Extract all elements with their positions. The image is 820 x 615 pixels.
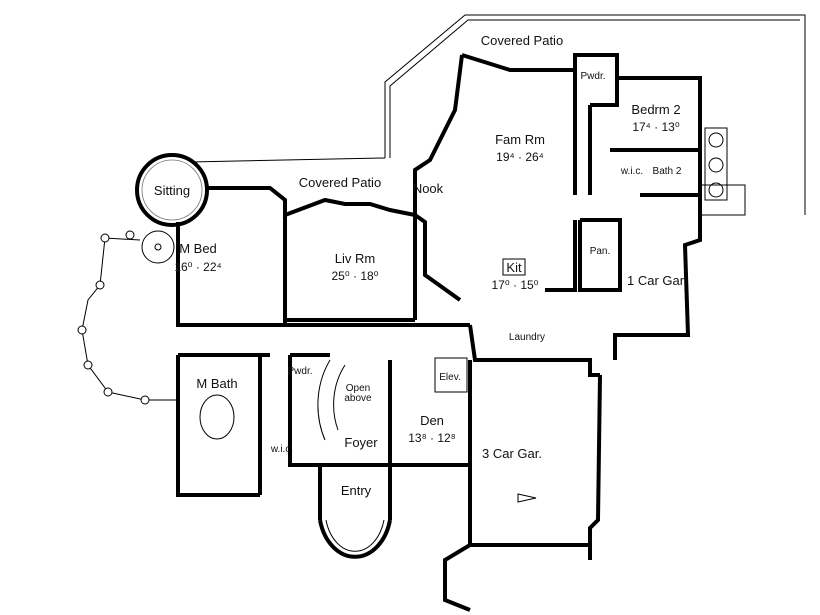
room-label-liv-rm: Liv Rm: [335, 251, 375, 266]
room-label-pwdr-upper: Pwdr.: [580, 71, 605, 82]
room-label-3-car-gar: 3 Car Gar.: [482, 446, 542, 461]
room-dims-kit: 17⁰ · 15⁰: [492, 278, 539, 292]
room-label-sitting: Sitting: [154, 183, 190, 198]
car-arrow: [517, 493, 537, 503]
elevator-shaft: [434, 357, 468, 393]
room-label-wic-upper: w.i.c.: [620, 166, 643, 177]
room-dims-den: 13⁸ · 12⁸: [408, 431, 455, 445]
room-dims-bedrm-2: 17⁴ · 13⁰: [632, 120, 680, 134]
room-label-kit: Kit: [506, 260, 522, 275]
room-dims-m-bed: 16⁰ · 22⁴: [174, 260, 221, 274]
room-label-laundry: Laundry: [509, 332, 545, 343]
room-dims-fam-rm: 19⁴ · 26⁴: [496, 150, 544, 164]
patio-outline: [189, 14, 806, 216]
room-label-1-car-gar: 1 Car Gar.: [627, 273, 687, 288]
curved-stair: [317, 359, 346, 441]
room-label-pan: Pan.: [590, 246, 611, 257]
room-label-m-bath: M Bath: [196, 376, 237, 391]
room-label-covered-patio-top: Covered Patio: [481, 33, 563, 48]
walls: [176, 53, 702, 612]
kit-label-box: [502, 258, 526, 276]
room-label-pwdr-lower: Pwdr.: [287, 366, 312, 377]
entry-arch: [318, 519, 392, 559]
room-label-bath-2: Bath 2: [653, 166, 682, 177]
room-label-nook: Nook: [413, 181, 444, 196]
room-label-foyer: Foyer: [344, 435, 378, 450]
room-label-fam-rm: Fam Rm: [495, 132, 545, 147]
room-label-elev: Elev.: [439, 372, 461, 383]
room-label-m-bed: M Bed: [179, 241, 217, 256]
room-label-entry: Entry: [341, 483, 372, 498]
room-label-covered-patio-mid: Covered Patio: [299, 175, 381, 190]
room-label-open: Open: [346, 383, 370, 394]
room-label-wic-lower: w.i.c.: [270, 444, 293, 455]
bathtub: [199, 394, 235, 440]
appliances: [704, 127, 728, 201]
room-label-bedrm-2: Bedrm 2: [631, 102, 680, 117]
spiral-stair: [77, 230, 176, 405]
room-dims-liv-rm: 25⁰ · 18⁰: [332, 269, 379, 283]
room-label-above: above: [344, 393, 372, 404]
room-label-den: Den: [420, 413, 444, 428]
